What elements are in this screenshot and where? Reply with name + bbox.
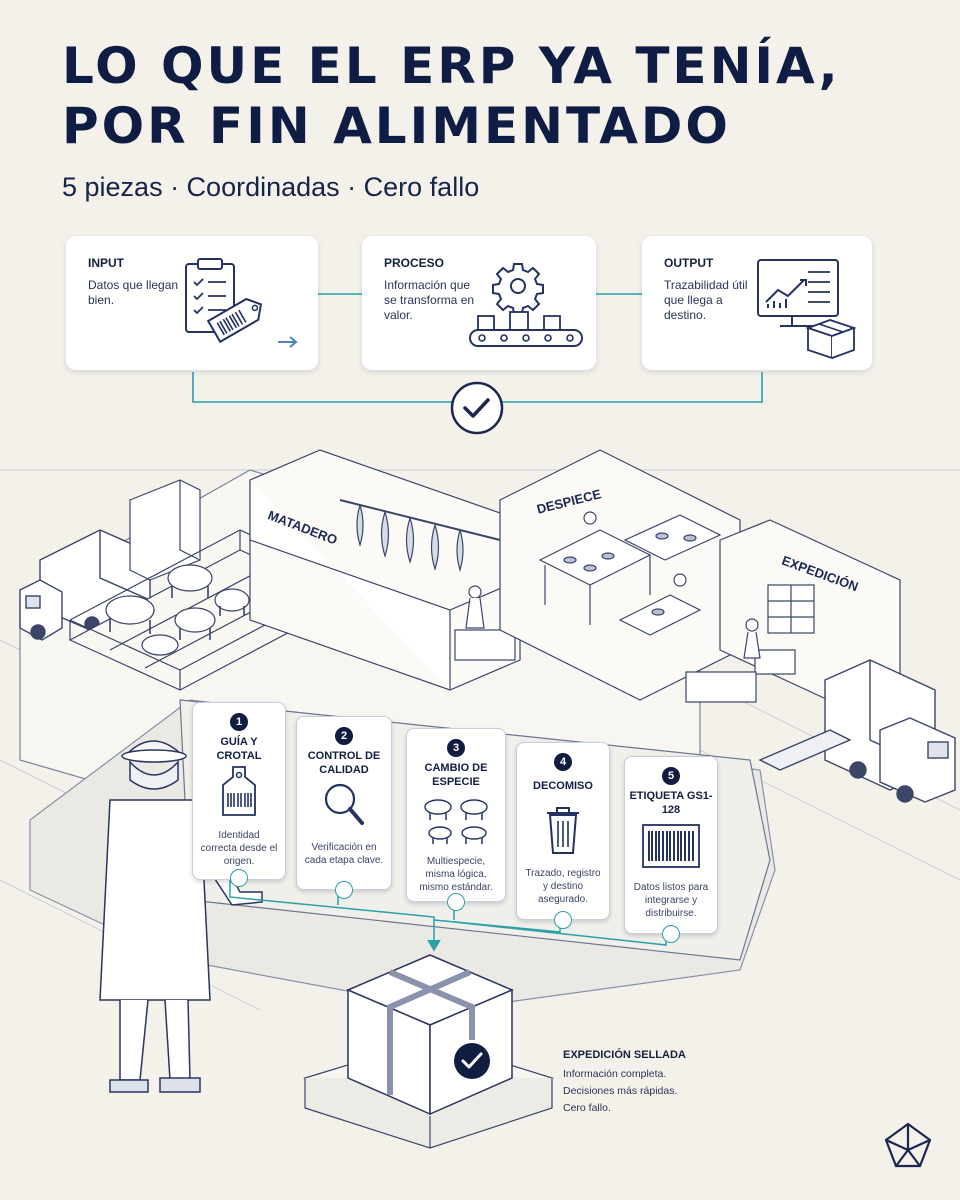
truck-right-icon bbox=[758, 659, 956, 803]
brand-logo bbox=[884, 1122, 932, 1168]
page-title: LO QUE EL ERP YA TENÍA, POR FIN ALIMENTA… bbox=[62, 36, 841, 156]
flow-card-title: PROCESO bbox=[384, 256, 445, 270]
title-line-2: POR FIN ALIMENTADO bbox=[62, 97, 731, 155]
card-desc: Identidad correcta desde el origen. bbox=[200, 830, 278, 867]
flow-card-proceso: PROCESO Información que se transforma en… bbox=[362, 236, 596, 370]
card-title: GUÍA Y CROTAL bbox=[216, 736, 262, 762]
process-card-3: 3 CAMBIO DE ESPECIE Multiespecie, misma … bbox=[406, 728, 506, 911]
operator-figure bbox=[99, 740, 263, 1093]
matadero-room bbox=[249, 449, 521, 691]
card-check-icon bbox=[662, 925, 680, 943]
title-line-1: LO QUE EL ERP YA TENÍA, bbox=[62, 37, 841, 95]
monitor-box-icon bbox=[757, 259, 857, 360]
process-card-2: 2 CONTROL DE CALIDAD Verificación en cad… bbox=[296, 716, 392, 899]
card-check-icon bbox=[447, 893, 465, 911]
step-number: 5 bbox=[662, 767, 680, 785]
card-title: CAMBIO DE ESPECIE bbox=[424, 762, 488, 788]
sealed-check-icon bbox=[454, 1043, 490, 1079]
process-card-4: 4 DECOMISO Trazado, registro y destino a… bbox=[516, 742, 610, 929]
sealed-line-1: Información completa. bbox=[563, 1068, 667, 1080]
card-desc: Datos listos para integrarse y distribui… bbox=[633, 882, 709, 919]
step-number: 2 bbox=[335, 727, 353, 745]
magnifier-icon bbox=[324, 783, 364, 825]
process-card-1: 1 GUÍA Y CROTAL Identidad correcta desde… bbox=[192, 702, 286, 887]
barcode-label-icon bbox=[642, 824, 700, 868]
flow-connectors bbox=[192, 293, 763, 435]
page-subtitle: 5 piezas · Coordinadas · Cero fallo bbox=[62, 172, 480, 202]
process-card-5: 5 ETIQUETA GS1-128 Datos listos para int… bbox=[624, 756, 718, 943]
sealed-line-3: Cero fallo. bbox=[563, 1102, 611, 1114]
card-desc: Multiespecie, misma lógica, mismo estánd… bbox=[419, 856, 493, 893]
livestock-icon bbox=[424, 799, 488, 844]
sealed-title: EXPEDICIÓN SELLADA bbox=[563, 1049, 686, 1061]
ear-tag-barcode-icon bbox=[222, 766, 256, 816]
flow-card-title: OUTPUT bbox=[664, 256, 714, 270]
card-check-icon bbox=[335, 881, 353, 899]
clipboard-tag-icon bbox=[185, 258, 298, 348]
step-number: 1 bbox=[230, 713, 248, 731]
flow-card-desc: Trazabilidad útil que llega a destino. bbox=[664, 278, 748, 322]
flow-card-desc: Información que se transforma en valor. bbox=[384, 278, 475, 322]
loading-dock-left bbox=[129, 479, 201, 581]
card-desc: Verificación en cada etapa clave. bbox=[304, 842, 384, 866]
despiece-room bbox=[499, 449, 741, 701]
card-title: ETIQUETA GS1-128 bbox=[629, 790, 713, 816]
card-check-icon bbox=[554, 911, 572, 929]
expedicion-room bbox=[685, 519, 901, 711]
card-title: CONTROL DE CALIDAD bbox=[307, 750, 381, 776]
card-title: DECOMISO bbox=[533, 780, 593, 792]
flow-card-input: INPUT Datos que llegan bien. bbox=[66, 236, 318, 370]
card-desc: Trazado, registro y destino asegurado. bbox=[525, 868, 601, 905]
flow-card-desc: Datos que llegan bien. bbox=[88, 278, 179, 307]
sealed-box bbox=[346, 954, 514, 1116]
flow-card-title: INPUT bbox=[88, 256, 124, 270]
card-check-icon bbox=[230, 869, 248, 887]
check-circle-icon bbox=[450, 381, 504, 435]
step-number: 4 bbox=[554, 753, 572, 771]
trash-bin-icon bbox=[547, 807, 579, 854]
step-number: 3 bbox=[447, 739, 465, 757]
gear-conveyor-icon bbox=[469, 263, 583, 347]
sealed-line-2: Decisiones más rápidas. bbox=[563, 1085, 678, 1097]
flow-card-output: OUTPUT Trazabilidad útil que llega a des… bbox=[642, 236, 872, 370]
